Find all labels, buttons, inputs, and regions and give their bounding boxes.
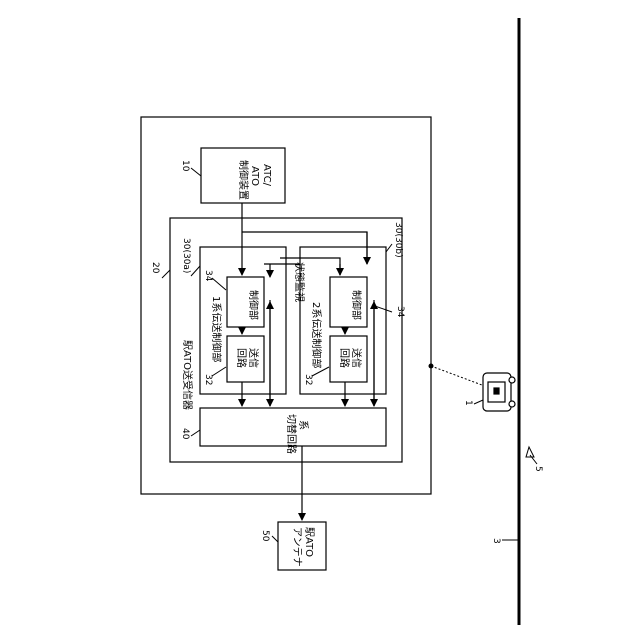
ref-40-label: 40: [180, 428, 190, 440]
antenna-label-line2: アンテナ: [291, 527, 303, 567]
link-dot: [429, 364, 434, 369]
ref-20-label: 20: [150, 262, 160, 274]
transmit-circuit-2-label-a: 送信: [350, 348, 363, 368]
transmit-circuit-1-label-b: 回路: [235, 348, 248, 368]
wireless-link-dotted: [431, 366, 490, 388]
atc-ato-line1: ATC/: [261, 164, 272, 187]
system1-control-label: 1系伝送制御部: [210, 296, 223, 362]
atc-ato-line2: ATO: [249, 166, 260, 186]
ref-34-bottom-label: 34: [395, 306, 405, 318]
station-transceiver-label: 駅ATO送受信器: [181, 340, 194, 410]
ref-1-label: 1: [463, 400, 473, 406]
ref-10-label: 10: [180, 160, 190, 172]
ref-32-a-label: 32: [203, 374, 213, 385]
ref-5-label: 5: [533, 466, 543, 472]
switch-circuit-label-a: 系: [297, 420, 309, 430]
ref-32-b-label: 32: [303, 374, 313, 385]
ref-3-label: 3: [491, 538, 501, 544]
antenna-label-line1: 駅ATO: [303, 527, 315, 557]
control-unit-2-label: 制御部: [350, 290, 363, 320]
train-icon: [483, 373, 515, 411]
transmit-circuit-1-label-a: 送信: [247, 348, 260, 368]
atc-ato-line3: 制御装置: [237, 160, 250, 200]
system2-control-label: 2系伝送制御部: [310, 302, 323, 368]
labels-group: 10 ATC/ ATO 制御装置 20 30(30a) 駅ATO送受信器 34 …: [150, 160, 543, 567]
ref-30a-label: 30(30a): [181, 238, 191, 273]
status-monitor-label: 状態監視: [293, 262, 306, 302]
ref-30b-label: 30(30b): [393, 222, 403, 258]
switch-circuit-label-b: 切替回路: [285, 414, 298, 454]
ref-50-label: 50: [260, 530, 270, 542]
control-unit-1-label: 制御部: [247, 290, 260, 320]
transmit-circuit-2-label-b: 回路: [338, 348, 351, 368]
ref-34-top-label: 34: [203, 270, 213, 282]
